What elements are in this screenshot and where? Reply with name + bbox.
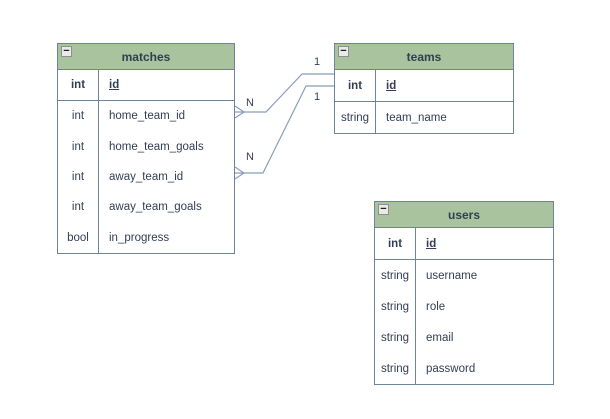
column-type: bool xyxy=(58,222,99,253)
column-name: password xyxy=(426,362,476,375)
crow-foot-icon[interactable] xyxy=(234,166,245,180)
collapse-icon[interactable]: − xyxy=(338,46,349,57)
connector-line[interactable] xyxy=(235,85,334,174)
column-type: string xyxy=(375,322,416,353)
column-type: int xyxy=(58,192,99,223)
column-name: in_progress xyxy=(109,231,170,244)
table-body: int id int home_team_id int home_team_go… xyxy=(58,70,234,253)
column-type: int xyxy=(58,131,99,162)
cardinality-label: 1 xyxy=(314,91,321,103)
column-row-password[interactable]: string password xyxy=(375,353,553,384)
crow-foot-icon[interactable] xyxy=(234,105,245,119)
cardinality-label: N xyxy=(246,97,254,109)
column-type: int xyxy=(335,70,376,101)
cardinality-label: 1 xyxy=(314,56,321,68)
column-name: id xyxy=(426,237,437,250)
table-header[interactable]: − matches xyxy=(58,44,234,70)
entity-table-teams[interactable]: − teams int id string team_name xyxy=(334,43,514,134)
column-name: id xyxy=(386,79,397,92)
column-row-home-team-id[interactable]: int home_team_id xyxy=(58,101,234,132)
column-name: id xyxy=(109,79,120,92)
entity-table-matches[interactable]: − matches int id int home_team_id int ho… xyxy=(57,43,235,254)
column-type: string xyxy=(335,102,376,133)
relationship-away-team[interactable] xyxy=(234,85,334,180)
column-row-team-name[interactable]: string team_name xyxy=(335,102,513,133)
table-body: int id string team_name xyxy=(335,70,513,133)
column-type: int xyxy=(58,70,99,101)
table-header[interactable]: − users xyxy=(375,202,553,228)
column-type: string xyxy=(375,260,416,291)
column-name: home_team_goals xyxy=(109,140,204,153)
column-type: string xyxy=(375,291,416,322)
column-name: home_team_id xyxy=(109,110,186,123)
column-name: username xyxy=(426,269,478,282)
column-name: role xyxy=(426,300,446,313)
column-row-id[interactable]: int id xyxy=(58,70,234,102)
collapse-icon[interactable]: − xyxy=(378,204,389,215)
column-row-home-team-goals[interactable]: int home_team_goals xyxy=(58,131,234,162)
column-row-away-team-id[interactable]: int away_team_id xyxy=(58,161,234,193)
column-row-username[interactable]: string username xyxy=(375,260,553,291)
entity-table-users[interactable]: − users int id string username string ro… xyxy=(374,201,554,385)
table-header[interactable]: − teams xyxy=(335,44,513,70)
column-type: string xyxy=(375,353,416,384)
column-row-id[interactable]: int id xyxy=(335,70,513,102)
table-title: teams xyxy=(406,49,442,64)
collapse-icon[interactable]: − xyxy=(61,46,72,57)
table-title: matches xyxy=(121,49,171,64)
connector-line[interactable] xyxy=(235,73,334,113)
table-title: users xyxy=(447,207,481,222)
column-name: away_team_goals xyxy=(109,201,202,214)
column-name: team_name xyxy=(386,111,447,124)
table-body: int id string username string role strin… xyxy=(375,228,553,384)
column-type: int xyxy=(58,101,99,132)
relationship-home-team[interactable] xyxy=(234,73,334,119)
cardinality-label: N xyxy=(246,151,254,163)
column-name: email xyxy=(426,331,454,344)
column-type: int xyxy=(375,228,416,259)
column-row-in-progress[interactable]: bool in_progress xyxy=(58,222,234,253)
column-row-away-team-goals[interactable]: int away_team_goals xyxy=(58,192,234,223)
column-row-email[interactable]: string email xyxy=(375,322,553,353)
column-row-role[interactable]: string role xyxy=(375,291,553,322)
column-row-id[interactable]: int id xyxy=(375,228,553,260)
column-type: int xyxy=(58,161,99,193)
column-name: away_team_id xyxy=(109,171,184,184)
